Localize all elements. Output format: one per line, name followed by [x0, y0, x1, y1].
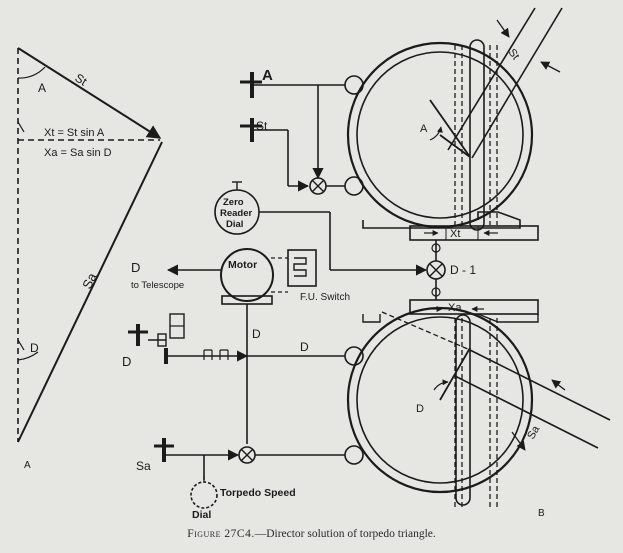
upper-slide-rails [454, 45, 498, 225]
to-telescope-label: to Telescope [131, 280, 184, 291]
upper-mount [362, 211, 521, 229]
upper-angle-arc [429, 126, 443, 141]
d-minus-one-label: D - 1 [450, 263, 476, 277]
torpedo-speed-dial [190, 476, 218, 509]
xa-equation: Xa = Sa sin D [44, 147, 112, 159]
fu-switch [271, 249, 317, 293]
corner-a-label: A [24, 460, 31, 471]
lower-crank [439, 347, 471, 401]
zero-reader-line2: Reader [220, 208, 253, 219]
fu-switch-label: F.U. Switch [300, 292, 350, 303]
d-line-label: D [300, 340, 309, 354]
st-label: St [72, 71, 90, 89]
zero-reader-line3: Dial [226, 219, 243, 230]
angle-d-arc [17, 351, 39, 361]
triangle-figure [17, 47, 163, 443]
st-parallel-line-1 [447, 7, 536, 151]
upper-crank [439, 134, 471, 158]
lower-angle-arc [433, 379, 449, 391]
d-output-label: D [131, 260, 140, 275]
input-st-handwheel [240, 118, 310, 192]
xa-gap-box [409, 299, 539, 315]
figure-caption: Figure 27C4.—Director solution of torped… [0, 528, 623, 540]
torpedo-line1: Torpedo Speed [220, 487, 296, 499]
st-arrow-label: St [506, 47, 522, 62]
xt-gap-label: Xt [450, 228, 460, 240]
sa-label: Sa [79, 270, 100, 292]
angle-a-arc [17, 66, 46, 79]
lower-slot-bar [455, 314, 471, 506]
angle-a-label: A [38, 81, 46, 95]
angle-d-bottom-label: D [416, 403, 424, 415]
input-sa-handwheel [154, 438, 240, 480]
input-d-handwheel [128, 313, 185, 347]
motor [220, 248, 274, 305]
triangle-labels: St Sa A D Xt = St sin A Xa = Sa sin D A [24, 71, 112, 471]
d-shaft-label: D [252, 327, 261, 341]
input-sa-label: Sa [136, 459, 151, 473]
sa-vector [17, 141, 163, 443]
sa-parallel-line-2 [454, 375, 599, 449]
mechanism-labels: A St Zero Reader Dial Motor F.U. Switch … [122, 47, 545, 521]
st-parallel-line-2 [471, 7, 563, 159]
input-a-label: A [262, 67, 273, 84]
figure-caption-text: —Director solution of torpedo triangle. [254, 528, 436, 540]
xa-gap-label: Xa [448, 302, 462, 314]
xt-equation: Xt = St sin A [44, 127, 105, 139]
zero-reader-line1: Zero [223, 197, 244, 208]
figure-number: Figure 27C4. [187, 528, 255, 540]
xt-gap-box [409, 225, 539, 241]
input-d-label: D [122, 354, 131, 369]
input-st-label: St [256, 119, 268, 133]
angle-d-label: D [30, 341, 39, 355]
torpedo-line2: Dial [192, 509, 211, 521]
corner-b-label: B [538, 508, 545, 519]
upper-slot-bar [469, 39, 485, 231]
input-d-shaft [164, 346, 364, 366]
input-a-handwheel [240, 72, 364, 98]
st-vector [17, 47, 162, 139]
motor-label: Motor [228, 259, 257, 271]
sa-parallel-line-1 [469, 349, 611, 421]
lower-slide-rails [454, 318, 498, 510]
upper-gyro-ring [346, 41, 534, 229]
angle-a-top-label: A [420, 123, 428, 135]
